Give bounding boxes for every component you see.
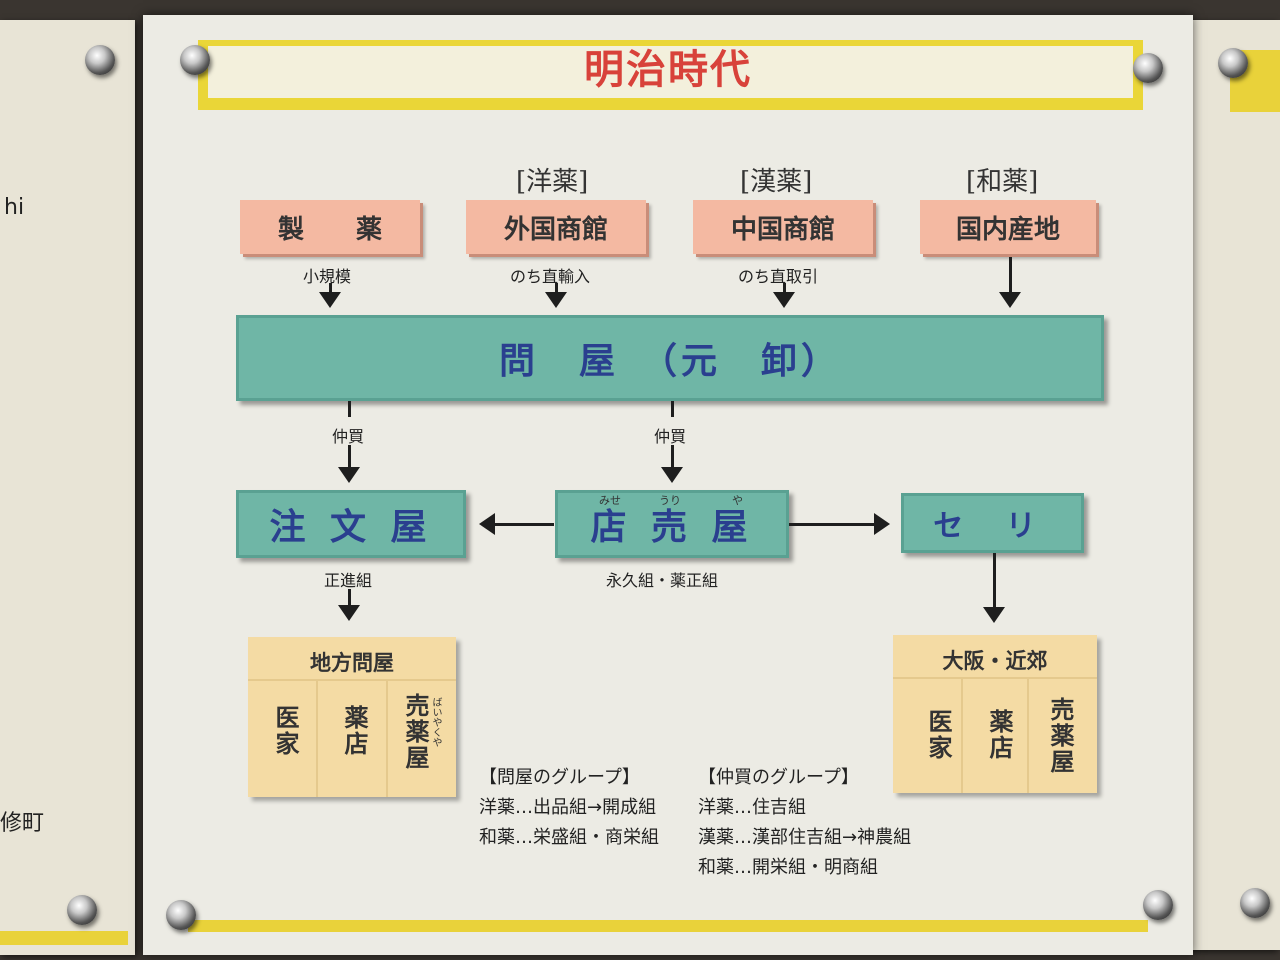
notes-line: 和薬…開栄組・明商組 [698, 857, 878, 878]
arrow-down [999, 292, 1021, 308]
pin [85, 45, 115, 75]
notes-line: 漢薬…漢部住吉組→神農組 [698, 827, 912, 848]
arrow-down [661, 467, 683, 483]
label-broker: 仲買 [654, 427, 687, 446]
ruby-text: や [732, 494, 743, 507]
order-shop-box: 注 文 屋 [236, 490, 466, 558]
left-panel-fragment: 修町 [0, 811, 45, 836]
left-panel: hi 修町 [0, 20, 135, 955]
arrow-down [338, 467, 360, 483]
notes-line: 洋薬…出品組→開成組 [479, 797, 657, 818]
arrow-down [983, 607, 1005, 623]
item-pharmacy: 薬店 [340, 705, 368, 757]
osaka-suburbs-box: 大阪・近郊 医家 薬店 売薬屋 [893, 635, 1097, 793]
label-shoshin-group: 正進組 [324, 571, 373, 590]
source-foreign-trading-house: 外国商館 [466, 200, 646, 254]
pin [180, 45, 210, 75]
bracket-chinese: [漢薬] [740, 167, 813, 197]
notes-line: 和薬…栄盛組・商栄組 [479, 827, 659, 848]
left-panel-fragment: hi [4, 195, 25, 220]
right-panel [1190, 20, 1280, 950]
label-direct-import: のち直輸入 [510, 267, 591, 286]
broker-groups-notes: 【仲買のグループ】 洋薬…住吉組 漢薬…漢部住吉組→神農組 和薬…開栄組・明商組 [698, 763, 911, 883]
board-title: 明治時代 [584, 47, 752, 93]
store-sales-box: 店 売 屋 [555, 490, 789, 558]
arrow-right [874, 513, 890, 535]
regional-wholesaler-box: 地方問屋 医家 薬店 売薬屋 ばいやくや [248, 637, 456, 797]
pin [1133, 53, 1163, 83]
main-board: 明治時代 [洋薬] [漢薬] [和薬] 製 薬 外国商館 中国商館 国内産地 小… [143, 15, 1193, 955]
wholesaler-bar: 問 屋 （元 卸） [236, 315, 1104, 401]
item-doctors: 医家 [924, 709, 952, 761]
label-direct-trade: のち直取引 [738, 267, 819, 286]
ruby-text: ばいやくや [430, 697, 441, 747]
auction-box: セ リ [901, 493, 1084, 553]
source-manufacture: 製 薬 [240, 200, 420, 254]
ruby-text: うり [659, 494, 681, 507]
label-eikyu-yakusho-group: 永久組・薬正組 [606, 571, 719, 590]
notes-heading: 【問屋のグループ】 [479, 767, 640, 788]
ruby-text: みせ [599, 494, 621, 507]
arrow-left [479, 513, 495, 535]
pin [1218, 48, 1248, 78]
arrow-down [773, 292, 795, 308]
source-chinese-trading-house: 中国商館 [693, 200, 873, 254]
item-medicine-peddler: 売薬屋 [401, 693, 429, 771]
pin [1143, 890, 1173, 920]
pin [67, 895, 97, 925]
label-small-scale: 小規模 [303, 267, 352, 286]
notes-line: 洋薬…住吉組 [698, 797, 806, 818]
wholesaler-groups-notes: 【問屋のグループ】 洋薬…出品組→開成組 和薬…栄盛組・商栄組 [479, 763, 659, 853]
notes-heading: 【仲買のグループ】 [698, 767, 859, 788]
pin [166, 900, 196, 930]
item-medicine-peddler: 売薬屋 [1046, 697, 1074, 775]
osaka-suburbs-title: 大阪・近郊 [942, 649, 1048, 673]
bracket-japanese: [和薬] [966, 167, 1039, 197]
pin [1240, 888, 1270, 918]
title-bar [198, 40, 1143, 110]
source-domestic-production: 国内産地 [920, 200, 1096, 254]
bottom-stripe [188, 920, 1148, 932]
item-doctors: 医家 [271, 705, 299, 757]
label-broker: 仲買 [332, 427, 365, 446]
arrow-down [338, 605, 360, 621]
left-panel-stripe [0, 931, 128, 945]
regional-wholesaler-title: 地方問屋 [310, 651, 394, 675]
arrow-down [319, 292, 341, 308]
arrow-down [545, 292, 567, 308]
bracket-western: [洋薬] [516, 167, 589, 197]
item-pharmacy: 薬店 [985, 709, 1013, 761]
